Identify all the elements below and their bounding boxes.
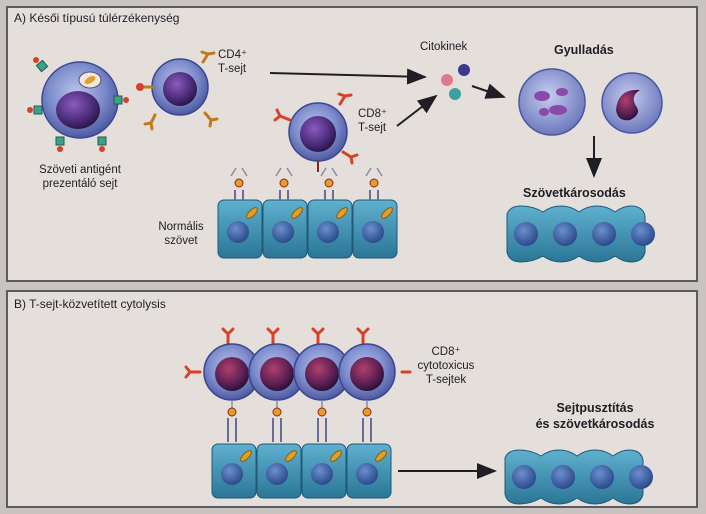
cd8-cytotoxic-label-line1: CD8⁺	[431, 346, 461, 358]
arrow-cd8-to-cytokines	[396, 94, 438, 127]
cell-killing-label-line1: Sejtpusztítás	[556, 401, 634, 415]
cytokines-label: Citokinek	[420, 41, 468, 53]
cd4-t-cell	[136, 50, 219, 131]
cytokine-dots	[441, 64, 470, 100]
cd4-label: CD4⁺ T-sejt	[218, 48, 247, 76]
cd8-label-a: CD8⁺ T-sejt	[358, 107, 387, 135]
damaged-tissue-a	[506, 205, 655, 263]
panel-b-title: B) T-sejt-közvetített cytolysis	[14, 297, 166, 311]
cd8-cytotoxic-t-cells	[184, 327, 412, 442]
arrow-cytokines-to-inflammation	[471, 83, 506, 99]
cd4-label-line1: CD4⁺	[218, 49, 248, 61]
normal-tissue-label-line2: szövet	[164, 235, 198, 247]
panel-a-title: A) Késői típusú túlérzékenység	[14, 11, 180, 25]
normal-tissue	[217, 167, 398, 259]
cell-killing-label-line2: és szövetkárosodás	[535, 417, 655, 431]
cell-killing-label: Sejtpusztítás és szövetkárosodás	[520, 400, 670, 432]
tissue-damage-label: Szövetkárosodás	[523, 186, 626, 200]
normal-tissue-label-line1: Normális	[158, 221, 204, 233]
cd8-t-cell-a	[273, 92, 359, 172]
apc-label-line1: Szöveti antigént	[39, 164, 121, 176]
inflammatory-cells	[518, 68, 663, 136]
cd8-cytotoxic-label-line2: cytotoxicus	[417, 360, 475, 372]
cd8-cytotoxic-label-line3: T-sejtek	[425, 374, 467, 386]
cd8-label-a-line2: T-sejt	[358, 122, 387, 134]
apc-label-line2: prezentáló sejt	[42, 178, 118, 190]
arrow-cd4-to-cytokines	[269, 68, 427, 85]
inflammation-label: Gyulladás	[554, 43, 614, 57]
cd4-label-line2: T-sejt	[218, 63, 247, 75]
normal-tissue-label: Normális szövet	[146, 220, 216, 248]
cd8-cytotoxic-label: CD8⁺ cytotoxicus T-sejtek	[408, 345, 484, 387]
cd8-label-a-line1: CD8⁺	[358, 108, 388, 120]
apc-cell	[27, 57, 129, 152]
target-tissue-b	[211, 443, 392, 499]
apc-label: Szöveti antigént prezentáló sejt	[22, 163, 138, 191]
damaged-tissue-b	[504, 449, 653, 505]
